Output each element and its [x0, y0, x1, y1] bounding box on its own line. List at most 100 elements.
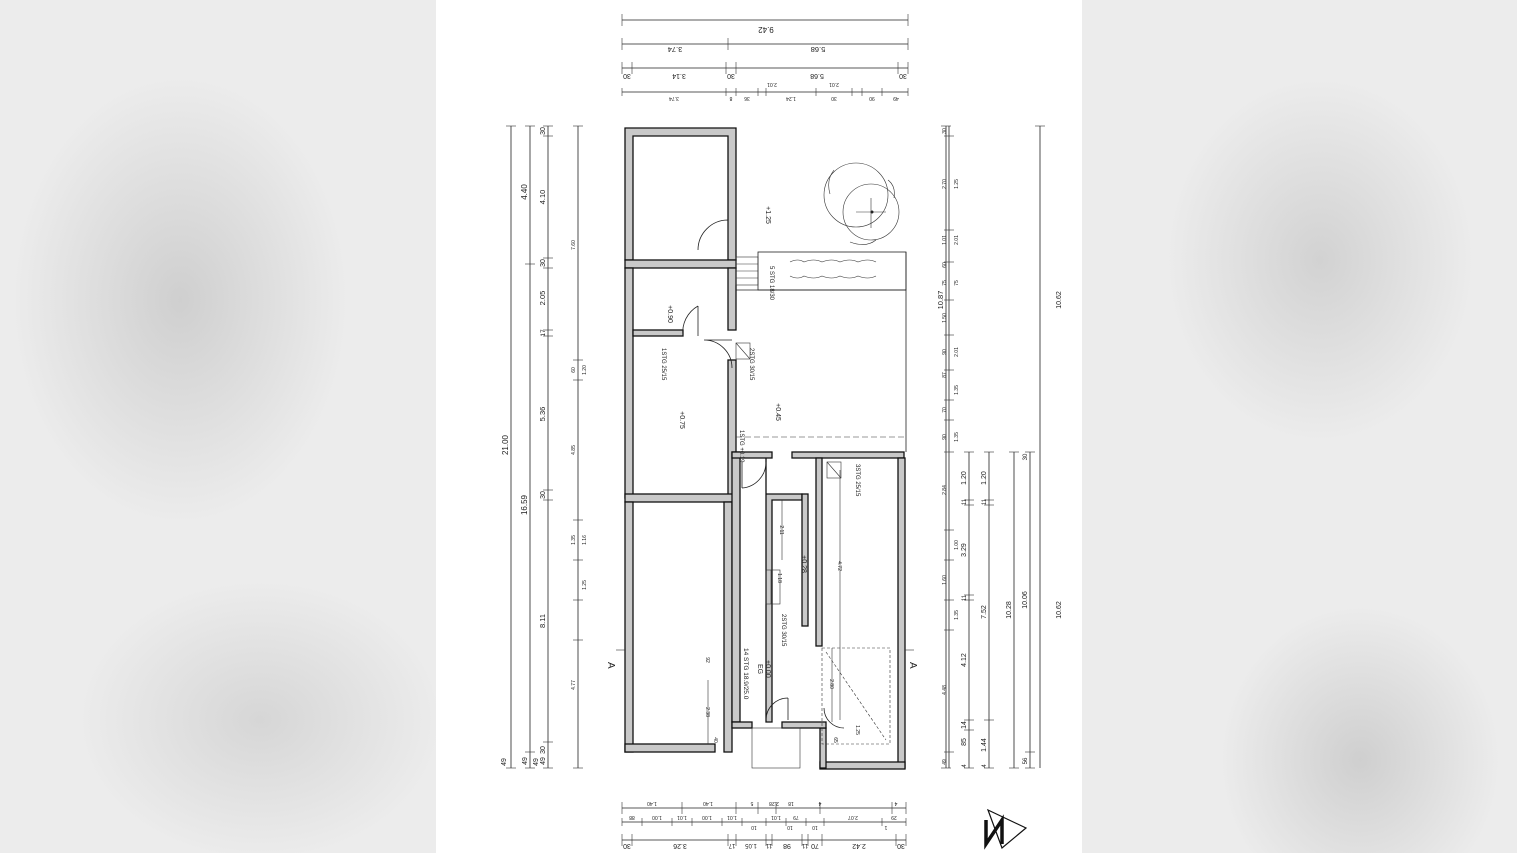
right-dim-c6-0: 30 — [1023, 453, 1029, 460]
bottom-dim-3-3: 1.05 — [745, 842, 757, 848]
stairs-inner-label: 2STG 30/15 — [780, 614, 786, 647]
top-dim-2b: 5.68 — [811, 45, 826, 54]
bottom-dim-2-8: 79 — [793, 814, 799, 820]
top-dim-4f: 30 — [831, 95, 837, 101]
right-dim-c1-3: 60 — [942, 262, 948, 268]
right-dim-c2-3: 2.01 — [954, 347, 960, 357]
right-dim-c1-15: 49 — [942, 759, 948, 765]
top-dim-3a: 30 — [623, 72, 631, 79]
dim-118: 1.18 — [776, 573, 782, 583]
right-dim-c1-1: 2.70 — [942, 179, 948, 189]
right-dim-c1-12: 1.60 — [942, 575, 948, 585]
top-dim-4g: 2.01 — [829, 81, 839, 87]
left-dim-c3c: 30 — [540, 259, 547, 267]
right-dim-c3-6: 85 — [961, 738, 968, 746]
right-dim-c4-0: 1.20 — [981, 471, 988, 485]
bottom-dim-2-10: 2.07 — [848, 814, 858, 820]
bottom-dim-1b: 1.40 — [703, 800, 713, 806]
left-dim-c3g: 30 — [540, 491, 547, 499]
left-dim-overall: 21.00 — [501, 434, 510, 455]
bottom-dim-2-11: 1 — [884, 824, 887, 830]
dim-40: 40 — [712, 737, 718, 743]
right-dim-c6-1: 10.62 — [1056, 601, 1063, 619]
right-dim-c1-5: 1.50 — [942, 313, 948, 323]
dim-472: 4.72 — [836, 561, 842, 571]
top-dimension-chains: 9.42 3.74 5.68 30 3.14 30 5.68 30 3.74 8… — [621, 14, 909, 101]
right-dim-c6b: 10.62 — [1056, 291, 1063, 309]
left-dim-c2a: 4.40 — [520, 184, 529, 200]
bottom-dim-2-1: 1.00 — [652, 814, 662, 820]
bottom-dim-1c: 5 — [750, 800, 753, 806]
right-dim-c3-1: 11 — [962, 498, 968, 505]
top-dim-4a: 3.74 — [669, 95, 679, 101]
left-dim-c4a: 7.60 — [571, 240, 577, 250]
right-dim-c2-4: 1.35 — [954, 385, 960, 395]
bottom-dim-2-2: 1.01 — [677, 814, 687, 820]
level-045: +0.45 — [774, 403, 781, 421]
right-dim-c2-5: 1.35 — [954, 432, 960, 442]
left-dim-c3b: 4.10 — [538, 190, 547, 205]
right-dim-c3-0: 1.20 — [961, 471, 968, 485]
dim-211: 2.11 — [778, 525, 784, 535]
bottom-dim-3-7: 70 — [811, 842, 819, 849]
bottom-dim-3-0: 30 — [623, 842, 631, 849]
walls — [624, 127, 906, 770]
dim-125-inner: 1.25 — [854, 725, 860, 735]
right-dim-c3-7: 4 — [962, 764, 968, 768]
stairs-small-label: 1STG +0.19 — [738, 430, 744, 463]
stairs-mid-left-label: 1STG 25/15 — [660, 348, 666, 381]
right-dim-c3-5: 14 — [961, 721, 968, 729]
left-dim-c3i: 49 — [540, 757, 547, 765]
level-090: +0.90 — [666, 305, 673, 323]
bottom-dim-2-4: 1.01 — [727, 814, 737, 820]
right-dim-c3-3: 11 — [962, 594, 968, 601]
right-dim-c1-8: 70 — [942, 407, 948, 413]
left-dim-c3a: 30 — [540, 127, 547, 135]
right-dim-c1-7: 87 — [942, 372, 948, 378]
bottom-dim-1f: 4 — [818, 800, 821, 806]
top-dim-4e: 1.24 — [786, 95, 796, 101]
bottom-dim-2-5: 10 — [751, 824, 757, 830]
stairs-mid-right-label: 2STG 30/15 — [748, 348, 754, 381]
left-dim-c4c: 1.20 — [582, 365, 588, 375]
top-dim-3b: 3.14 — [672, 72, 686, 79]
top-dim-3e: 30 — [899, 72, 907, 79]
right-dim-c1-9: 90 — [942, 434, 948, 440]
bottom-dim-3-9: 30 — [897, 842, 905, 849]
top-dim-4h: 90 — [869, 95, 875, 101]
right-dim-c1-2: 1.01 — [942, 235, 948, 245]
stair-symbols — [735, 256, 891, 745]
stairs-top-label: 5 STG 18/30 — [768, 266, 774, 301]
bottom-dim-2-6: 1.01 — [771, 814, 781, 820]
dim-65: 65 — [832, 737, 838, 743]
left-dimension-chains: 21.00 4.40 16.59 49 30 4.10 30 2.05 17 5… — [501, 125, 588, 769]
level-075: +0.75 — [678, 411, 685, 429]
bottom-dim-2-12: 29 — [891, 814, 897, 820]
bottom-dim-3-4: 11 — [765, 842, 772, 848]
dim-238: 2.38 — [704, 707, 710, 717]
top-dim-3d: 5.68 — [810, 72, 824, 79]
bottom-dim-1g: 4 — [894, 800, 897, 806]
right-dim-overall: 10.87 — [936, 291, 945, 310]
right-dim-c5-1: 10.06 — [1022, 591, 1029, 609]
top-dim-4i: 49 — [893, 95, 899, 101]
left-dim-c4b: 60 — [571, 367, 577, 373]
right-dimension-chains: 10.87 10.62 30 2.70 1.01 60 75 1.50 90 — [936, 125, 1063, 769]
bottom-dim-1d: 2.28 — [769, 800, 779, 806]
right-dim-c2-2: 75 — [954, 280, 960, 286]
right-dim-c1-14: 4.48 — [942, 685, 948, 695]
left-dim-c3d: 2.05 — [538, 291, 547, 306]
top-dim-4b: 8 — [729, 95, 732, 101]
doors — [682, 219, 845, 729]
level-028: +0.28 — [800, 555, 807, 573]
left-dim-c4e: 1.35 — [571, 535, 577, 545]
right-dim-c1-0: 30 — [942, 128, 948, 134]
right-dim-c1-10: 2.84 — [942, 485, 948, 495]
bottom-dim-3-8: 2.42 — [852, 842, 866, 849]
dim-280: 2.80 — [828, 679, 834, 689]
left-dim-c4d: 4.85 — [571, 445, 577, 455]
section-markers: A A — [605, 649, 918, 669]
eg-level: +0.00 — [764, 660, 771, 678]
stairs-main-label: 14 STG 18.9/25.0 — [742, 648, 749, 700]
bottom-dim-2-0: 88 — [629, 814, 635, 820]
